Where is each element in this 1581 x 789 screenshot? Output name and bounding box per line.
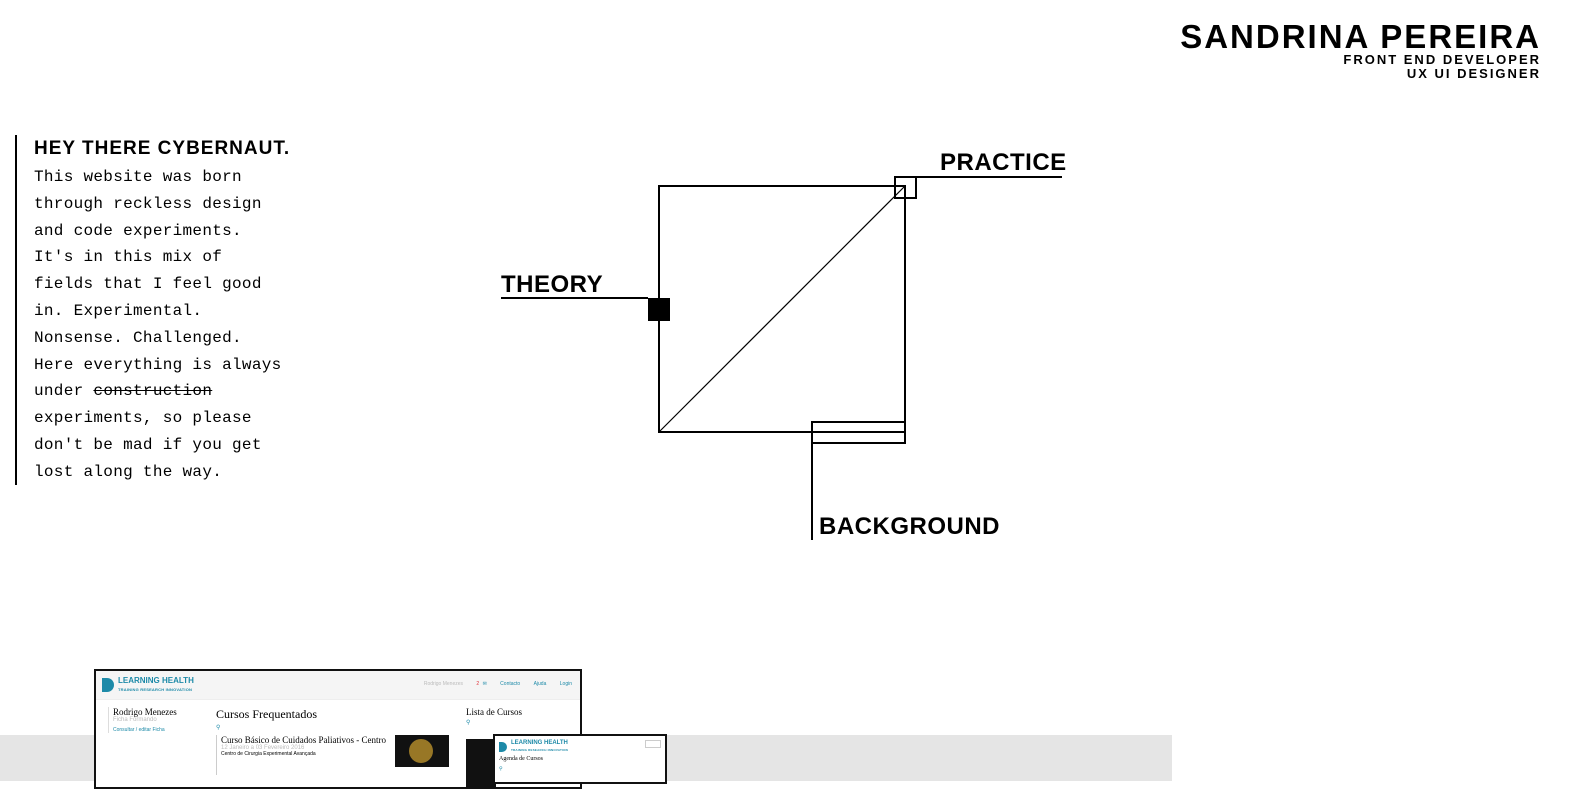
- practice-link[interactable]: PRACTICE: [940, 149, 1067, 176]
- preview-sidebar: Rodrigo Menezes Ficha Formando Consultar…: [108, 707, 177, 733]
- background-link[interactable]: BACKGROUND: [819, 513, 1000, 540]
- preview-nav-login: Login: [559, 681, 572, 687]
- practice-corner-box: [894, 176, 917, 199]
- mail-icon: ✉: [482, 681, 487, 687]
- logo-text-small: LEARNING HEALTH: [511, 740, 568, 746]
- learning-health-logo-small: LEARNING HEALTH TRAINING RESEARCH INNOVAT…: [499, 740, 568, 754]
- preview-course-card: Curso Básico de Cuidados Paliativos - Ce…: [216, 735, 449, 775]
- theory-marker: [648, 298, 670, 321]
- preview-2-title: Agenda de Cursos: [499, 756, 543, 762]
- preview-nav: Rodrigo Menezes 2 ✉ Contacto Ajuda Login: [412, 681, 572, 687]
- role-front-end: FRONT END DEVELOPER: [1343, 52, 1541, 67]
- search-icon: ⚲: [466, 720, 471, 726]
- theory-link[interactable]: THEORY: [501, 271, 604, 298]
- preview-nav-user: Rodrigo Menezes: [423, 681, 464, 687]
- preview-main: Cursos Frequentados ⚲ Curso Básico de Cu…: [216, 707, 449, 775]
- logo-mark-icon: [499, 742, 507, 752]
- preview-side-user: Rodrigo Menezes: [113, 707, 177, 717]
- preview-dark-block: [466, 739, 496, 787]
- preview-nav-badge: 2: [476, 681, 480, 687]
- site-title-link[interactable]: SANDRINA PEREIRA: [1180, 18, 1541, 55]
- site-header: SANDRINA PEREIRA FRONT END DEVELOPER UX …: [1180, 20, 1541, 81]
- preview-card-image: [395, 735, 449, 767]
- intro-text-part-1: This website was born through reckless d…: [34, 168, 282, 401]
- intro-panel: HEY THERE CYBERNAUT. This website was bo…: [15, 135, 295, 485]
- logo-mark-icon: [102, 678, 114, 692]
- preview-right-heading: Lista de Cursos: [466, 707, 522, 717]
- menu-button-icon: [645, 740, 661, 748]
- preview-header: LEARNING HEALTH TRAINING RESEARCH INNOVAT…: [96, 671, 580, 700]
- project-preview-mobile[interactable]: LEARNING HEALTH TRAINING RESEARCH INNOVAT…: [493, 734, 667, 784]
- intro-title: HEY THERE CYBERNAUT.: [34, 138, 291, 159]
- preview-nav-help: Ajuda: [533, 681, 547, 687]
- diagram-diagonal: [658, 185, 906, 433]
- preview-side-user-sub: Ficha Formando: [113, 717, 157, 723]
- search-icon: ⚲: [216, 725, 221, 731]
- preview-side-link: Consultar / editar Ficha: [113, 727, 165, 733]
- preview-main-heading: Cursos Frequentados: [216, 707, 317, 721]
- intro-text: This website was born through reckless d…: [34, 164, 289, 486]
- logo-text: LEARNING HEALTH: [118, 676, 194, 685]
- preview-card-location: Centro de Cirurgia Experimental Avançada: [221, 751, 316, 757]
- intro-struck-word: construction: [93, 382, 213, 401]
- search-icon: ⚲: [499, 766, 503, 772]
- preview-nav-contact: Contacto: [500, 681, 521, 687]
- intro-text-part-2: experiments, so please don't be mad if y…: [34, 409, 262, 481]
- learning-health-logo: LEARNING HEALTH TRAINING RESEARCH INNOVAT…: [102, 676, 194, 694]
- role-ux-ui: UX UI DESIGNER: [1406, 66, 1541, 81]
- preview-card-date: 12 Janeiro a 03 Fevereiro 2016: [221, 745, 305, 751]
- preview-right-column: Lista de Cursos ⚲: [466, 707, 522, 726]
- logo-subtext: TRAINING RESEARCH INNOVATION: [118, 687, 193, 692]
- preview-card-title: Curso Básico de Cuidados Paliativos - Ce…: [221, 735, 386, 745]
- background-box: [811, 421, 906, 444]
- logo-subtext-small: TRAINING RESEARCH INNOVATION: [511, 748, 568, 752]
